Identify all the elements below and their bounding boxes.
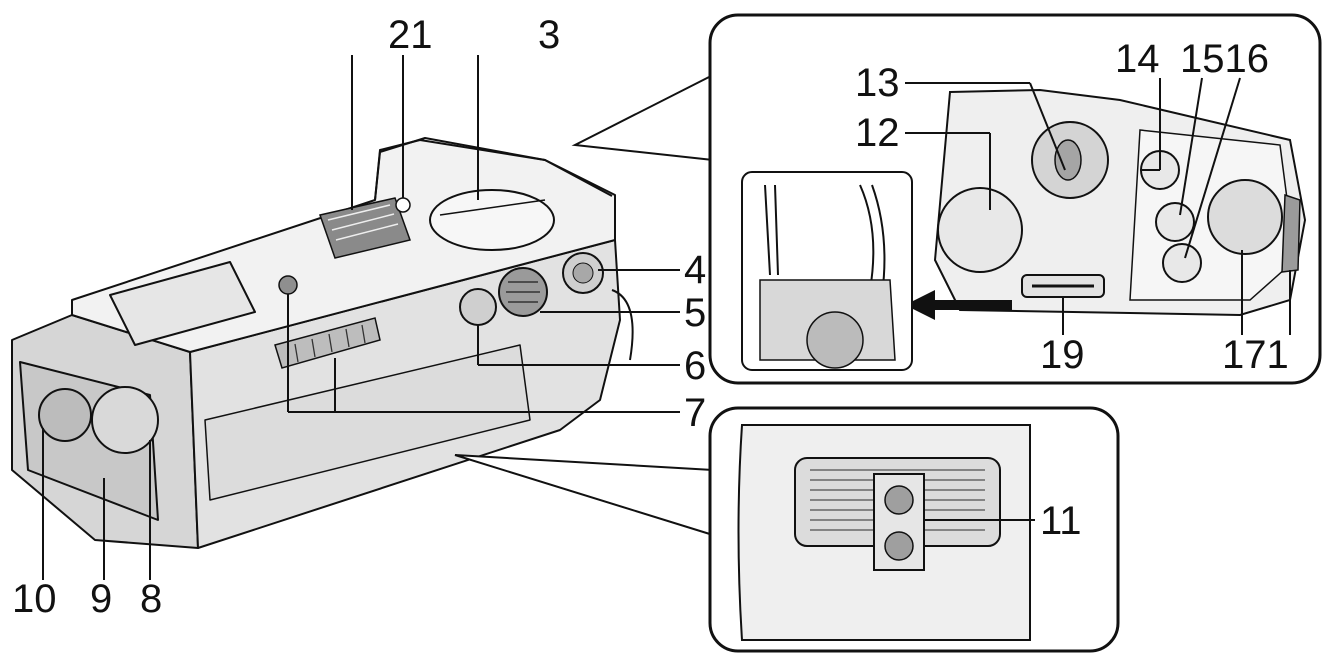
label-1516: 1516: [1180, 37, 1269, 81]
label-12: 12: [855, 111, 900, 155]
label-5: 5: [684, 291, 706, 335]
inset-bottom-panel: [454, 406, 1120, 653]
label-171: 171: [1222, 333, 1289, 377]
label-6: 6: [684, 344, 706, 388]
label-9: 9: [90, 577, 112, 621]
label-14: 14: [1115, 37, 1160, 81]
label-10: 10: [12, 577, 57, 621]
tripod-screw: [278, 275, 298, 295]
label-13: 13: [855, 61, 900, 105]
label-8: 8: [140, 577, 162, 621]
label-21: 21: [388, 13, 433, 57]
indicator-lamp: [395, 197, 411, 213]
main-leader-lines: [42, 55, 680, 580]
front-shutter-10: [38, 388, 92, 442]
front-switch-8: [91, 386, 159, 454]
callout-labels: 21 3 4 5 6 7 8 9 10 11 12 13 14 1516 171…: [12, 13, 1289, 621]
button-6-shape: [459, 288, 497, 326]
label-4: 4: [684, 248, 706, 292]
grip-battery-socket: [429, 189, 555, 251]
label-19: 19: [1040, 333, 1085, 377]
terminal-contacts: [319, 197, 411, 259]
front-dial-7: [274, 317, 381, 369]
inset-top-panel: [571, 13, 1322, 385]
label-11: 11: [1040, 499, 1082, 543]
label-7: 7: [684, 391, 706, 435]
label-3: 3: [538, 13, 560, 57]
